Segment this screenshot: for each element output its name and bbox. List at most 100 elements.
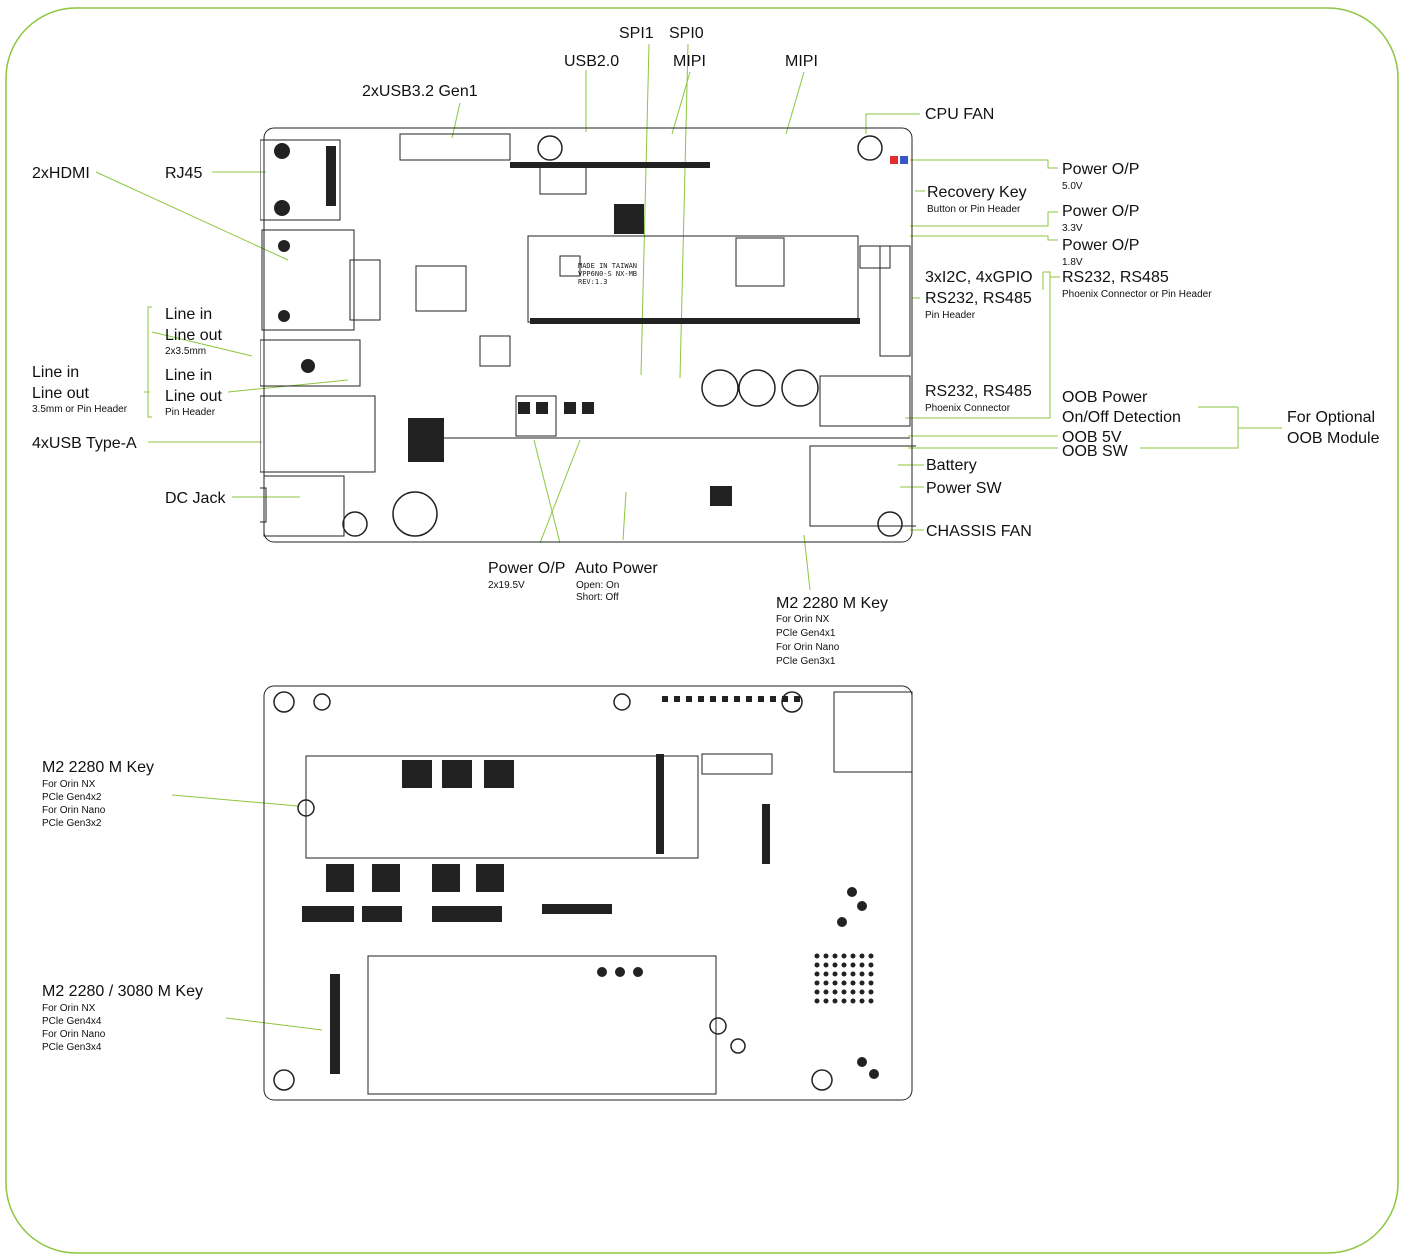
grid-pad	[823, 962, 829, 968]
grid-pad	[814, 971, 820, 977]
grid-pad	[850, 953, 856, 959]
label-line-out-b: Line out	[165, 388, 222, 405]
grid-pad	[868, 962, 874, 968]
label-rs-pin: RS232, RS485	[925, 290, 1032, 307]
header-pin	[794, 696, 800, 702]
grid-pad	[823, 971, 829, 977]
grid-pad	[868, 998, 874, 1004]
grid-pad	[868, 989, 874, 995]
header-pin	[722, 696, 728, 702]
label-audio-c-sub: 3.5mm or Pin Header	[32, 404, 128, 415]
silk-line-1: MADE IN TAIWAN	[578, 262, 637, 270]
label-m2-bottom-a-sub-3: For Orin Nano	[42, 805, 106, 816]
label-oob-5v: OOB 5V	[1062, 429, 1122, 446]
grid-pad	[850, 989, 856, 995]
label-auto-power: Auto Power	[575, 560, 658, 577]
grid-pad	[859, 962, 865, 968]
grid-pad	[841, 953, 847, 959]
label-optional-1: For Optional	[1287, 409, 1376, 426]
label-oob-sw: OOB SW	[1062, 443, 1128, 460]
grid-pad	[850, 998, 856, 1004]
header-pin	[770, 696, 776, 702]
silkscreen-text: MADE IN TAIWAN VPP6N0-S NX-MB REV:1.3	[578, 262, 637, 286]
label-power-33v-sub: 3.3V	[1062, 223, 1083, 234]
grid-pad	[841, 962, 847, 968]
label-optional-2: OOB Module	[1287, 430, 1380, 447]
label-usb32: 2xUSB3.2 Gen1	[362, 83, 478, 100]
header-pin	[734, 696, 740, 702]
label-dc-jack: DC Jack	[165, 490, 226, 507]
label-spi0: SPI0	[669, 25, 704, 42]
label-rj45: RJ45	[165, 165, 203, 182]
grid-pad	[832, 989, 838, 995]
label-m2-bottom-b-sub-3: For Orin Nano	[42, 1029, 106, 1040]
label-m2-top: M2 2280 M Key	[776, 595, 889, 612]
label-hdmi: 2xHDMI	[32, 165, 90, 182]
grid-pad	[841, 971, 847, 977]
grid-pad	[814, 953, 820, 959]
label-line-in-b: Line in	[165, 367, 213, 384]
label-m2-bottom-b: M2 2280 / 3080 M Key	[42, 983, 203, 1000]
header-pin	[758, 696, 764, 702]
grid-pad	[859, 971, 865, 977]
label-line-out-c: Line out	[32, 385, 89, 402]
label-m2-bottom-a-sub-4: PCle Gen3x2	[42, 818, 102, 829]
label-auto-short: Short: Off	[576, 592, 619, 603]
label-recovery-key-sub: Button or Pin Header	[927, 204, 1021, 215]
label-i2c-gpio: 3xI2C, 4xGPIO	[925, 269, 1033, 286]
label-m2-top-sub-3: For Orin Nano	[776, 642, 840, 653]
grid-pad	[814, 980, 820, 986]
label-line-out-a: Line out	[165, 327, 222, 344]
label-cpu-fan: CPU FAN	[925, 106, 995, 123]
header-pin	[698, 696, 704, 702]
header-pin	[710, 696, 716, 702]
bottom-board	[263, 685, 913, 1101]
label-rs-pin-sub: Pin Header	[925, 310, 976, 321]
label-rs-phoenix: RS232, RS485	[925, 383, 1032, 400]
header-pin	[746, 696, 752, 702]
label-audio-b-sub: Pin Header	[165, 407, 216, 418]
label-power-18v-sub: 1.8V	[1062, 257, 1083, 268]
label-m2-bottom-b-sub-2: PCle Gen4x4	[42, 1016, 102, 1027]
grid-pad	[832, 980, 838, 986]
label-oob-power: OOB Power	[1062, 389, 1148, 406]
label-power-sw: Power SW	[926, 480, 1002, 497]
grid-pad	[850, 980, 856, 986]
grid-pad	[859, 953, 865, 959]
grid-pad	[814, 998, 820, 1004]
label-m2-top-sub-4: PCle Gen3x1	[776, 656, 836, 667]
label-m2-bottom-a-sub-1: For Orin NX	[42, 779, 96, 790]
label-m2-bottom-a-sub-2: PCle Gen4x2	[42, 792, 102, 803]
grid-pad	[859, 980, 865, 986]
grid-pad	[841, 989, 847, 995]
grid-pad	[859, 989, 865, 995]
label-power-195v: Power O/P	[488, 560, 566, 577]
label-m2-bottom-b-sub-1: For Orin NX	[42, 1003, 96, 1014]
grid-pad	[832, 971, 838, 977]
label-m2-bottom-b-sub-4: PCle Gen3x4	[42, 1042, 102, 1053]
grid-pad	[823, 998, 829, 1004]
header-pin	[686, 696, 692, 702]
label-recovery-key: Recovery Key	[927, 184, 1027, 201]
top-board: MADE IN TAIWAN VPP6N0-S NX-MB REV:1.3	[260, 127, 916, 543]
label-power-5v-sub: 5.0V	[1062, 181, 1083, 192]
label-chassis-fan: CHASSIS FAN	[926, 523, 1032, 540]
grid-pad	[868, 971, 874, 977]
header-pin	[674, 696, 680, 702]
label-usb-type-a: 4xUSB Type-A	[32, 435, 137, 452]
header-pin	[662, 696, 668, 702]
grid-pad	[832, 962, 838, 968]
label-spi1: SPI1	[619, 25, 654, 42]
label-oob-detect: On/Off Detection	[1062, 409, 1181, 426]
label-usb20: USB2.0	[564, 53, 620, 70]
label-power-33v: Power O/P	[1062, 203, 1140, 220]
leader-lines	[95, 43, 1282, 1031]
label-mipi-2: MIPI	[785, 53, 818, 70]
grid-pad	[850, 971, 856, 977]
silk-line-2: VPP6N0-S NX-MB	[578, 270, 637, 278]
grid-pad	[850, 962, 856, 968]
grid-pad	[823, 953, 829, 959]
grid-pad	[832, 953, 838, 959]
grid-pad	[868, 953, 874, 959]
